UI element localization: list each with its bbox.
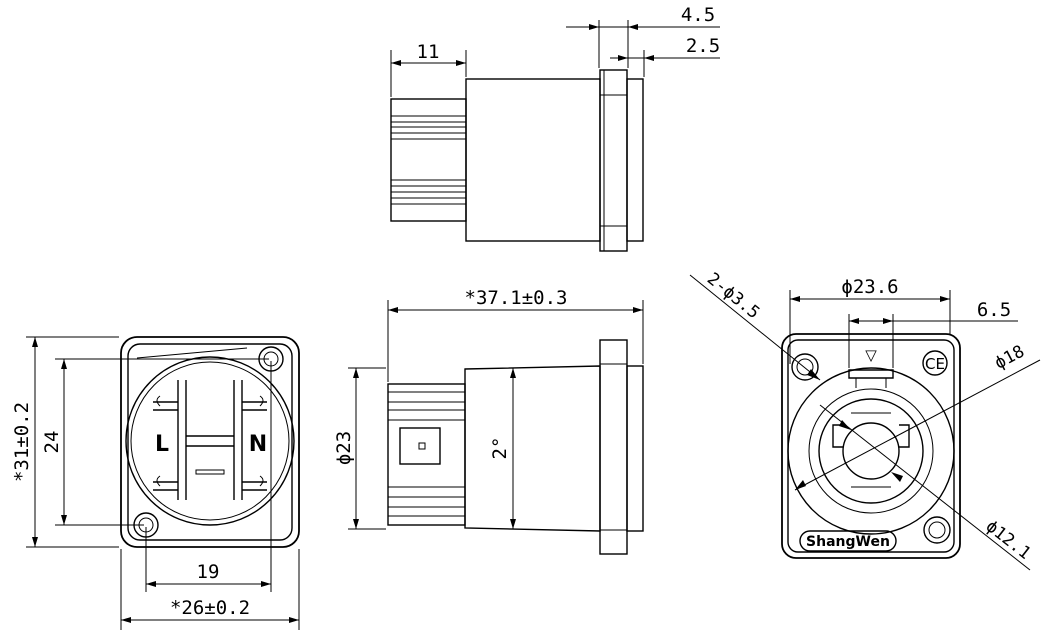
dim-37-1-label: *37.1±0.3: [465, 287, 568, 309]
dim-11-label: 11: [417, 41, 440, 63]
front-view: L N *31±0.2 24 19 *26±0.2: [11, 336, 300, 630]
top-view: 11 4.5 2.5: [390, 4, 720, 252]
rear-view: CE ▽ ShangWen ϕ23.6 6.5 2-ϕ3.5: [689, 269, 1041, 571]
dim-2-5-label: 2.5: [686, 35, 720, 57]
dim-2-3-5-label: 2-ϕ3.5: [703, 269, 763, 323]
dim-23-6-label: ϕ23.6: [841, 276, 898, 298]
dim-23-label: ϕ23: [333, 431, 355, 465]
pin-l-label: L: [155, 432, 169, 457]
dim-24-label: 24: [41, 431, 63, 454]
ce-mark: CE: [925, 355, 945, 373]
dim-31-label: *31±0.2: [11, 402, 33, 482]
triangle-mark: ▽: [865, 346, 877, 364]
pin-n-label: N: [249, 432, 267, 457]
brand-label: ShangWen: [806, 534, 890, 550]
dim-6-5-label: 6.5: [977, 299, 1011, 321]
side-view: *37.1±0.3 ϕ23 2°: [333, 287, 644, 555]
dim-12-1-label: ϕ12.1: [982, 516, 1035, 563]
dim-26-label: *26±0.2: [170, 597, 250, 619]
dim-19-label: 19: [197, 561, 220, 583]
dim-2deg-label: 2°: [489, 437, 511, 460]
dim-4-5-label: 4.5: [681, 4, 715, 26]
